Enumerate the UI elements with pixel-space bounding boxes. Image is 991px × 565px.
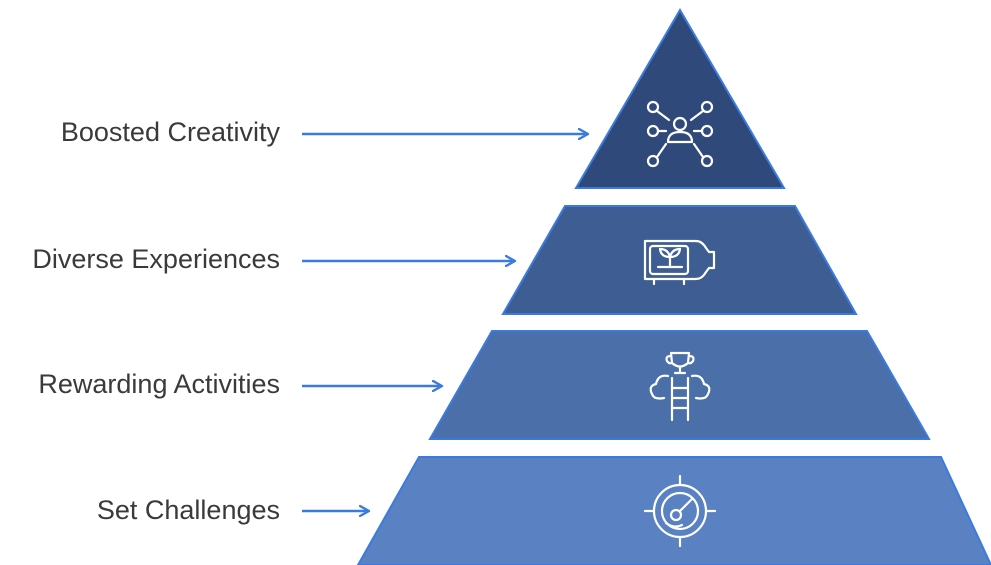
pyramid-level-2 bbox=[302, 330, 931, 440]
pyramid-level-3 bbox=[302, 456, 991, 565]
pyramid-level-1 bbox=[302, 205, 858, 315]
trophy-ladder-icon bbox=[649, 351, 711, 422]
level-label-1: Diverse Experiences bbox=[32, 244, 280, 274]
bottle-sprout-icon bbox=[643, 239, 716, 286]
level-label-3: Set Challenges bbox=[96, 495, 280, 525]
pyramid-level-0 bbox=[302, 8, 786, 189]
level-label-0: Boosted Creativity bbox=[60, 117, 280, 147]
target-gauge-icon bbox=[643, 474, 717, 548]
level-label-2: Rewarding Activities bbox=[38, 369, 280, 399]
pyramid-tier-1 bbox=[501, 205, 858, 315]
pyramid-tier-0 bbox=[574, 8, 786, 189]
pyramid-tier-2 bbox=[428, 330, 931, 440]
creativity-network-icon bbox=[646, 100, 714, 168]
